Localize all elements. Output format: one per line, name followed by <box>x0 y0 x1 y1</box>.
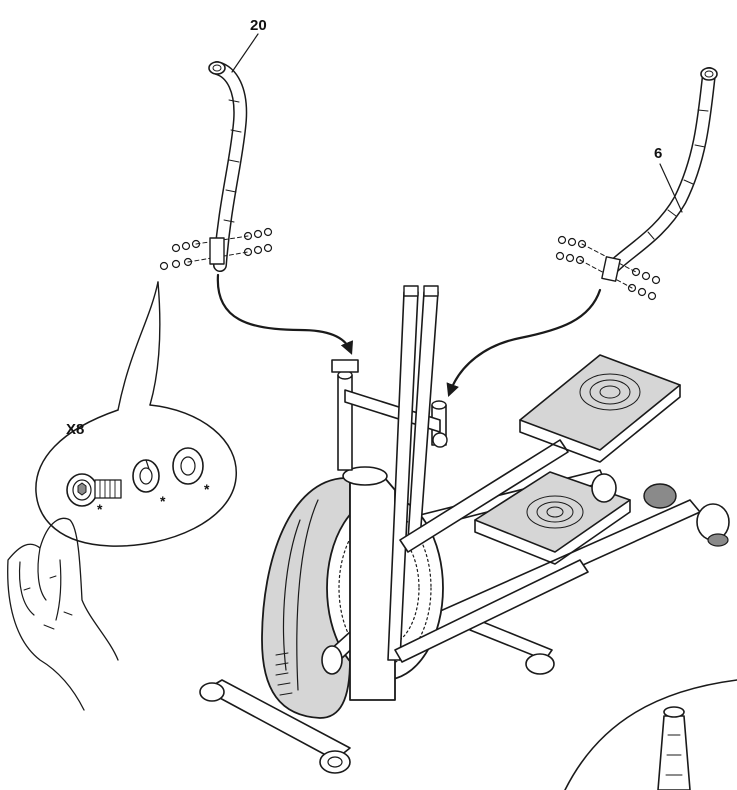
handlebar-right-hardware <box>555 235 661 301</box>
arrow-right-to-post <box>446 288 602 397</box>
callout-line-a <box>117 281 159 411</box>
leader-line-20 <box>231 33 259 73</box>
label-6: 6 <box>654 145 662 162</box>
label-x8: X8 <box>66 421 84 438</box>
asterisk-split-washer: * <box>160 493 166 509</box>
callout-balloon <box>35 404 237 547</box>
flywheel-vent-icon <box>275 652 293 696</box>
leader-line-6 <box>659 163 683 213</box>
inset-callout <box>564 679 737 790</box>
split-washer-icon <box>132 459 160 493</box>
svg-text:20: 20 <box>250 17 267 34</box>
svg-text:X8: X8 <box>66 421 84 438</box>
arrow-left-to-post <box>216 273 354 355</box>
hand-icon <box>7 517 119 711</box>
label-20: 20 <box>250 17 267 34</box>
upper-handlebar-right <box>605 67 718 275</box>
elliptical-trainer <box>199 285 730 774</box>
flat-washer-icon <box>172 447 204 485</box>
pedal-lower-icon <box>474 471 631 565</box>
upper-handlebar-left <box>208 61 248 272</box>
asterisk-bolt: * <box>97 501 103 517</box>
svg-text:6: 6 <box>654 145 662 162</box>
handlebar-left-hardware <box>159 227 273 271</box>
bolt-icon <box>66 473 122 507</box>
callout-line-b <box>149 281 161 406</box>
pedal-upper-icon <box>519 354 681 463</box>
asterisk-flat-washer: * <box>204 481 210 497</box>
